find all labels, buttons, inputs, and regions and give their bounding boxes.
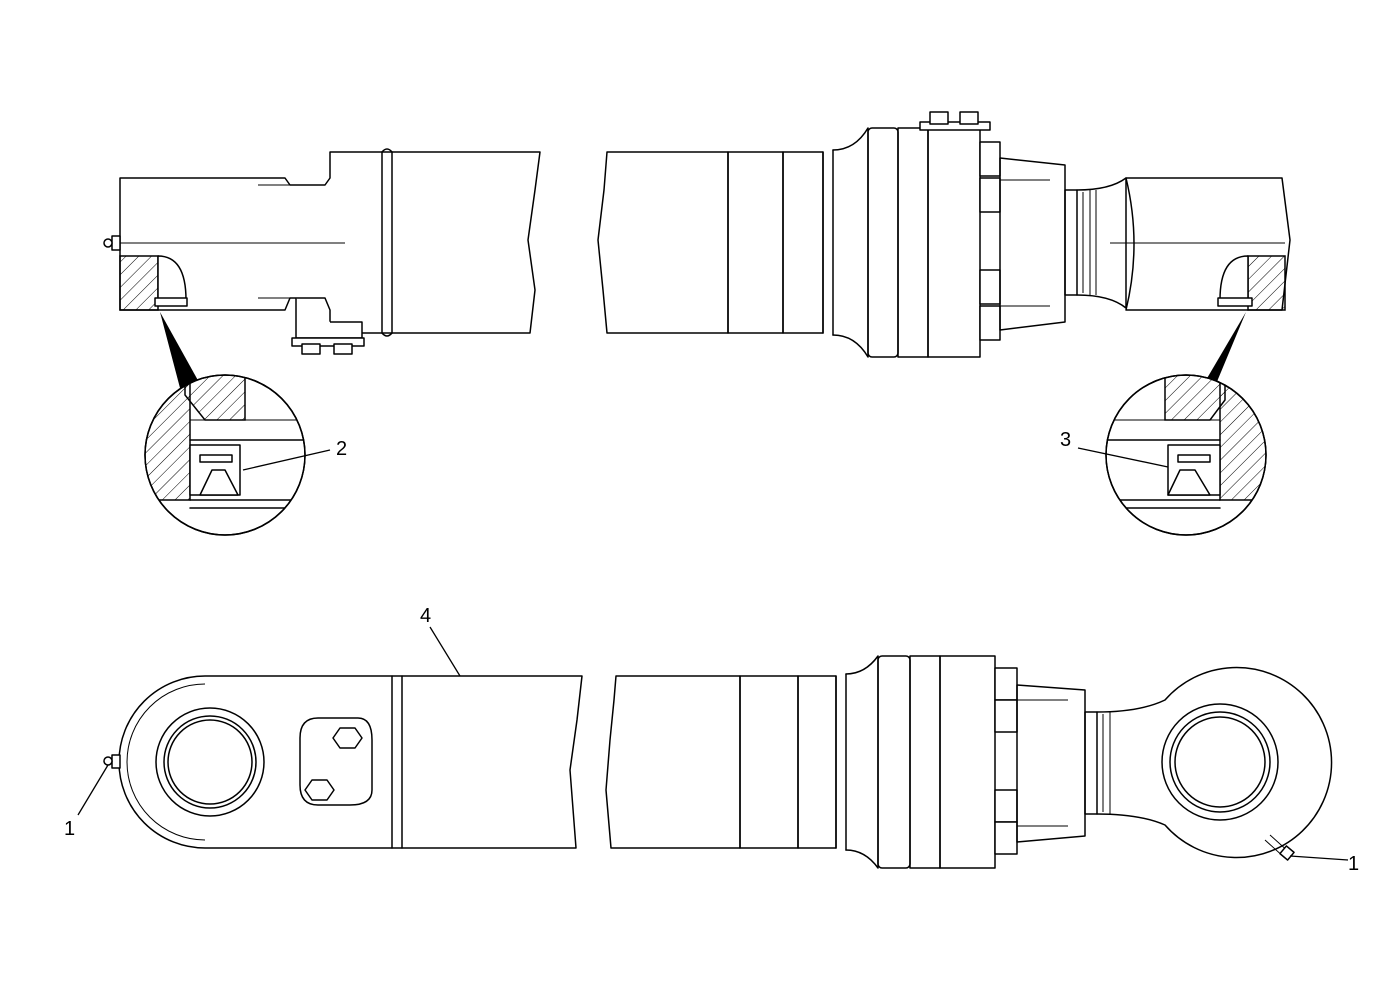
detail-circle-left: [144, 312, 306, 536]
callout-label-2: 2: [336, 438, 347, 460]
callout-label-3: 3: [1060, 429, 1071, 451]
callout-1-right: 1: [1289, 853, 1359, 875]
callout-4: 4: [420, 605, 461, 677]
detail-pointer-right: [1206, 312, 1246, 384]
callout-1-left: 1: [64, 764, 109, 840]
callout-label-4: 4: [420, 605, 431, 627]
top-view-rod-end: [103, 148, 541, 355]
bottom-view-rod-end: [103, 675, 583, 849]
callout-2: 2: [242, 438, 347, 471]
callout-label-1-left: 1: [64, 818, 75, 840]
detail-pointer-left: [160, 312, 200, 388]
top-view-head-end: [597, 111, 1291, 358]
detail-circle-right: [1105, 312, 1267, 536]
callout-label-1-right: 1: [1348, 853, 1359, 875]
bottom-view-head-end: [605, 655, 1333, 869]
callout-3: 3: [1060, 429, 1169, 468]
